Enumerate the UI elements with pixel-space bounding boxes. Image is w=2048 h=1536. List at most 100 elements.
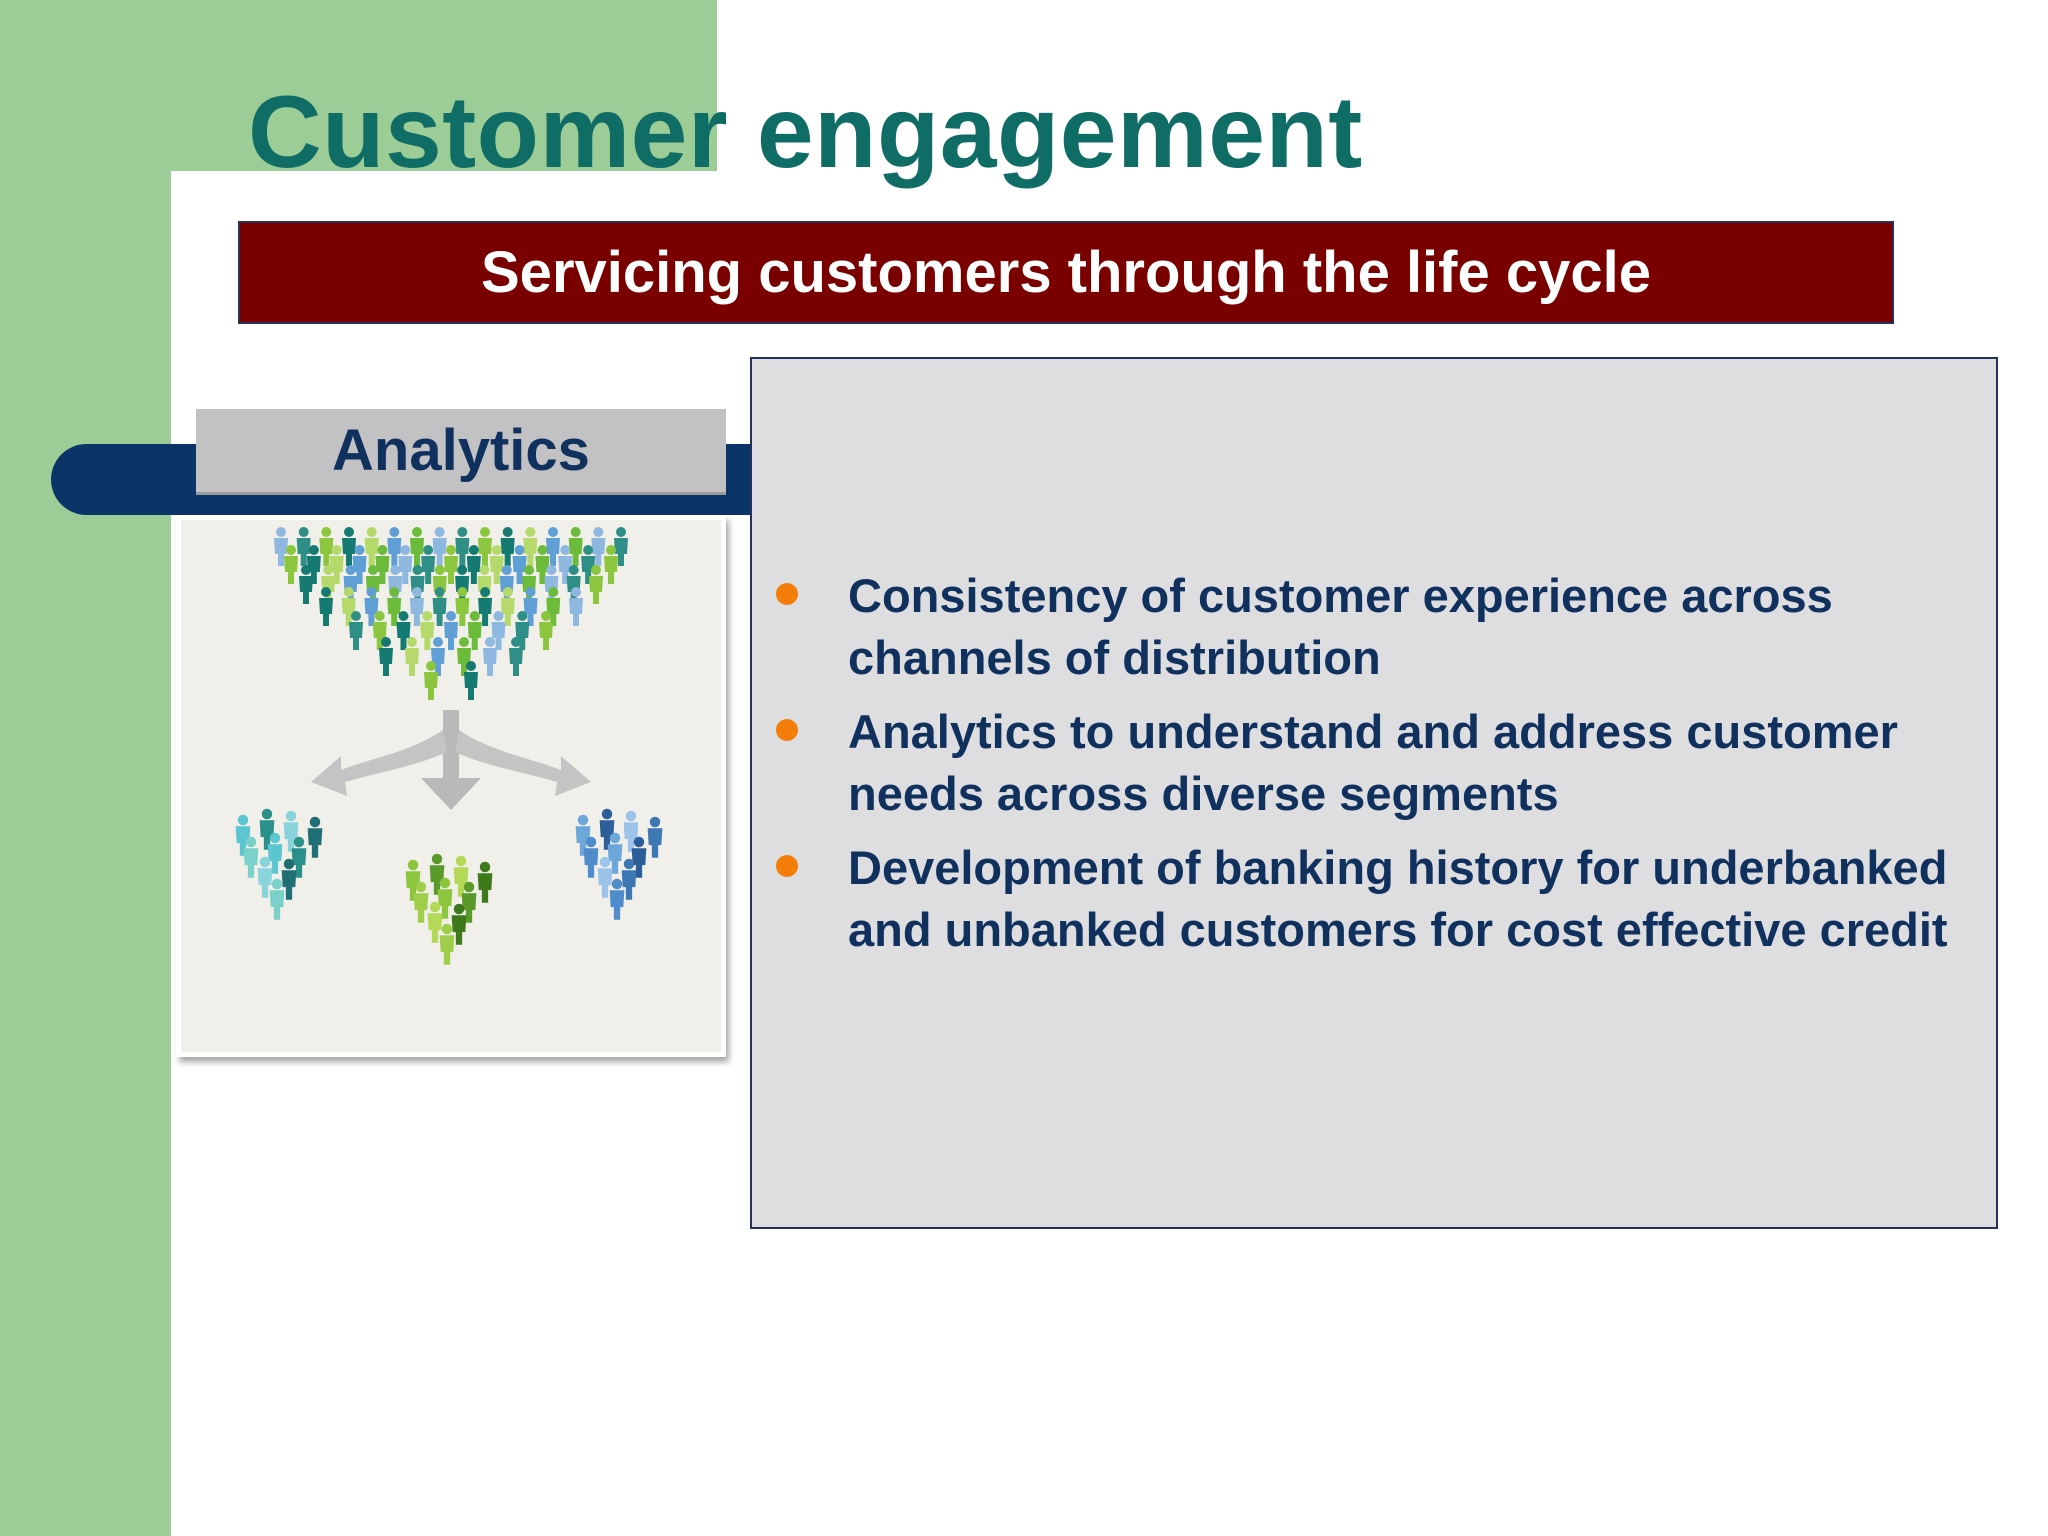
person-figure xyxy=(464,661,478,700)
person-figure xyxy=(569,587,583,626)
arrow-down-icon xyxy=(421,710,481,810)
person-figure xyxy=(352,545,367,584)
person-figure xyxy=(451,903,467,945)
person-figure xyxy=(515,611,530,650)
customer-segmentation-icon xyxy=(235,527,663,965)
person-figure xyxy=(457,637,471,676)
bullet-item: Analytics to understand and address cust… xyxy=(770,701,1980,825)
person-figure xyxy=(591,527,606,566)
person-figure xyxy=(575,814,591,856)
bullet-text: Development of banking history for under… xyxy=(848,841,1948,956)
person-figure xyxy=(455,587,470,626)
person-figure xyxy=(478,527,492,566)
person-figure xyxy=(306,545,321,584)
person-figure xyxy=(455,527,470,566)
person-figure xyxy=(259,808,275,850)
person-figure xyxy=(623,810,639,852)
arrow-right-icon xyxy=(455,730,591,796)
person-figure xyxy=(429,853,445,895)
person-figure xyxy=(453,855,469,897)
person-figure xyxy=(299,565,313,604)
person-figure xyxy=(413,881,429,923)
person-figure xyxy=(539,611,553,650)
person-figure xyxy=(257,856,273,898)
person-figure xyxy=(489,545,504,584)
person-figure xyxy=(546,527,560,566)
person-figure xyxy=(444,545,458,584)
person-figure xyxy=(420,611,435,650)
bullet-list: Consistency of customer experience acros… xyxy=(770,565,1980,973)
person-figure xyxy=(599,808,615,850)
person-figure xyxy=(477,861,493,903)
person-figure xyxy=(581,545,596,584)
person-figure xyxy=(427,901,443,943)
person-figure xyxy=(341,587,356,626)
person-figure xyxy=(387,587,402,626)
person-figure xyxy=(535,545,550,584)
person-figure xyxy=(609,878,625,920)
person-figure xyxy=(500,527,515,566)
person-figure xyxy=(589,565,603,604)
person-figure xyxy=(431,637,445,676)
person-figure xyxy=(410,527,424,566)
subtitle-banner-text: Servicing customers through the life cyc… xyxy=(481,240,1651,305)
person-figure xyxy=(647,816,663,858)
person-figure xyxy=(509,637,523,676)
person-figure xyxy=(631,836,647,878)
person-figure xyxy=(483,637,497,676)
content-panel xyxy=(750,357,1998,1229)
person-figure xyxy=(621,858,637,900)
bullet-item: Consistency of customer experience acros… xyxy=(770,565,1980,689)
person-figure xyxy=(379,637,393,676)
person-figure xyxy=(500,587,515,626)
person-figure xyxy=(396,611,411,650)
person-figure xyxy=(604,545,618,584)
person-figure xyxy=(372,611,387,650)
bullet-dot-icon xyxy=(776,855,798,877)
arrow-left-icon xyxy=(311,730,447,796)
person-figure xyxy=(437,877,453,919)
person-figure xyxy=(568,527,583,566)
person-figure xyxy=(284,545,298,584)
person-figure xyxy=(274,527,288,566)
person-figure xyxy=(523,587,538,626)
person-figure xyxy=(444,611,458,650)
person-figure xyxy=(342,527,356,566)
subtitle-banner: Servicing customers through the life cyc… xyxy=(238,221,1894,324)
person-figure xyxy=(558,545,573,584)
bullet-item: Development of banking history for under… xyxy=(770,837,1980,961)
person-figure xyxy=(283,810,299,852)
person-figure xyxy=(467,611,482,650)
person-figure xyxy=(319,527,334,566)
person-figure xyxy=(546,587,561,626)
background-green-top xyxy=(0,0,717,171)
slide-title: Customer engagement xyxy=(248,75,1363,189)
person-figure xyxy=(439,923,455,965)
person-figure xyxy=(614,527,628,566)
person-figure xyxy=(364,587,379,626)
person-figure xyxy=(512,545,527,584)
person-figure xyxy=(405,637,419,676)
person-figure xyxy=(583,836,599,878)
person-figure xyxy=(329,545,344,584)
bullet-dot-icon xyxy=(776,583,798,605)
person-figure xyxy=(432,527,447,566)
background-green-left xyxy=(0,0,171,1536)
person-figure xyxy=(405,859,421,901)
segmentation-illustration xyxy=(176,515,726,1057)
person-figure xyxy=(291,836,307,878)
bullet-dot-icon xyxy=(776,719,798,741)
person-figure xyxy=(461,881,477,923)
person-figure xyxy=(267,832,283,874)
person-figure xyxy=(281,858,297,900)
person-figure xyxy=(597,856,613,898)
bullet-text: Analytics to understand and address cust… xyxy=(848,705,1898,820)
person-figure xyxy=(243,836,259,878)
section-tab: Analytics xyxy=(196,409,726,495)
person-figure xyxy=(421,545,436,584)
person-figure xyxy=(319,587,333,626)
person-figure xyxy=(269,878,285,920)
person-figure xyxy=(398,545,413,584)
person-figure xyxy=(375,545,390,584)
person-figure xyxy=(387,527,402,566)
